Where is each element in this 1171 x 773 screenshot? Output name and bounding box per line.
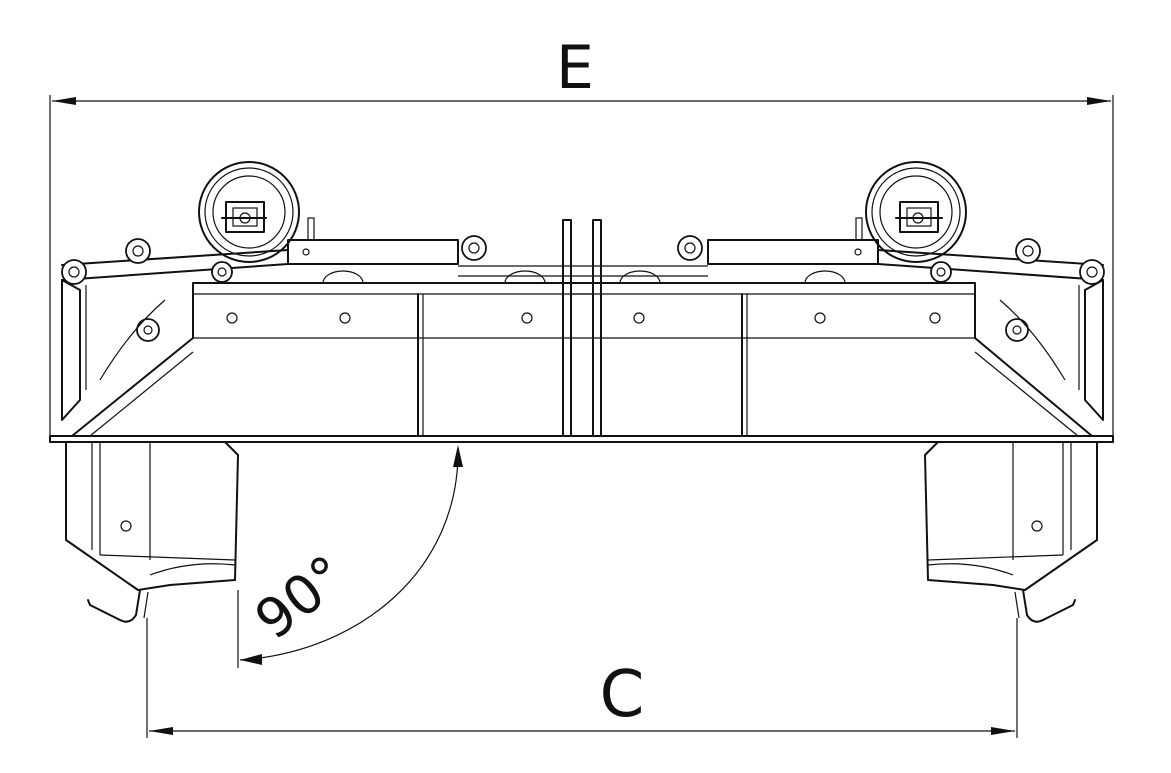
dimension-c: C — [146, 618, 1018, 738]
right-arm-top — [877, 249, 1104, 266]
dimension-label-c: C — [600, 658, 645, 732]
dimension-e: E — [49, 33, 1114, 440]
angle-arrow-top-icon — [453, 445, 463, 467]
left-arm-bottom — [61, 263, 289, 281]
right-linkage-bar — [707, 239, 879, 265]
hopper-outline — [71, 282, 1093, 437]
arrow-c-right-icon — [991, 727, 1015, 735]
right-slope-inner — [974, 351, 1079, 437]
angle-arc — [239, 447, 459, 661]
left-linkage-bar — [287, 239, 459, 265]
bottom-plate — [49, 435, 1114, 443]
angle-dimension: 90° — [237, 445, 463, 668]
angle-label: 90° — [244, 543, 358, 652]
right-clamp-arm — [924, 441, 1098, 623]
left-arm-top — [61, 249, 289, 266]
arrow-right-icon — [1087, 97, 1111, 105]
left-upright — [61, 279, 166, 421]
dimension-label-e: E — [556, 33, 594, 103]
left-slope-inner — [89, 351, 194, 437]
right-upright — [999, 279, 1104, 421]
angle-arrow-bottom-icon — [240, 654, 262, 665]
arrow-c-left-icon — [149, 727, 173, 735]
right-wheel — [865, 161, 967, 263]
lug-eyes — [61, 235, 1105, 342]
left-clamp-arm — [65, 441, 239, 623]
panel-bolts — [226, 312, 941, 324]
upper-linkage — [61, 217, 1105, 342]
top-rollers — [322, 270, 846, 284]
center-post-right — [592, 219, 602, 437]
center-post-left — [562, 219, 572, 437]
left-wheel — [198, 161, 300, 263]
main-frame — [49, 219, 1114, 443]
arrow-left-icon — [52, 97, 76, 105]
right-arm-bottom — [877, 263, 1104, 281]
